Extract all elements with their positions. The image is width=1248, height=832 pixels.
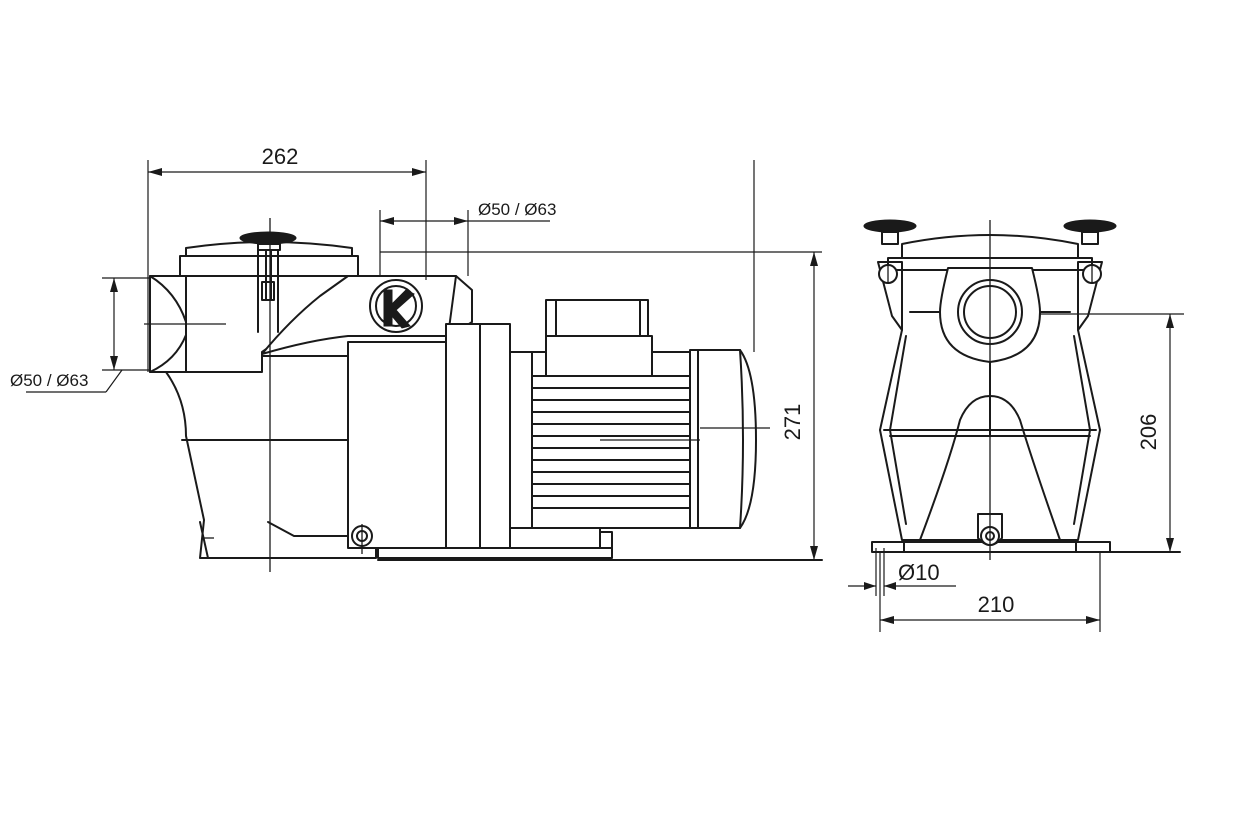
dim-label-inlet: Ø50 / Ø63 <box>10 371 88 390</box>
dim-label-206: 206 <box>1136 414 1161 451</box>
front-base-plate <box>871 541 1181 553</box>
dim-label-262: 262 <box>262 144 299 169</box>
front-knob-right <box>1063 219 1117 245</box>
side-view: 262 Ø50 / Ø63 Ø50 / Ø63 <box>10 144 823 572</box>
dim-outlet-diameter: Ø50 / Ø63 <box>379 200 556 276</box>
dim-label-271: 271 <box>780 404 805 441</box>
side-mount-hole <box>351 524 373 554</box>
dim-label-10: Ø10 <box>898 560 940 585</box>
side-base-plate <box>377 547 823 561</box>
dim-base-width: 210 <box>879 552 1101 632</box>
dim-mount-hole: Ø10 <box>848 548 956 596</box>
dim-inlet-axis-height: 206 <box>1040 313 1184 552</box>
dim-label-210: 210 <box>978 592 1015 617</box>
motor-body <box>509 349 757 549</box>
dim-overall-height: 271 <box>380 160 822 560</box>
dim-overall-length: 262 <box>147 144 427 372</box>
dim-label-outlet: Ø50 / Ø63 <box>478 200 556 219</box>
front-knob-left <box>863 219 917 245</box>
lid-knob <box>239 231 297 333</box>
dim-inlet-diameter: Ø50 / Ø63 <box>10 277 150 393</box>
terminal-box <box>545 299 653 377</box>
front-view: 206 Ø10 210 <box>848 219 1184 632</box>
motor-flange <box>445 323 511 549</box>
